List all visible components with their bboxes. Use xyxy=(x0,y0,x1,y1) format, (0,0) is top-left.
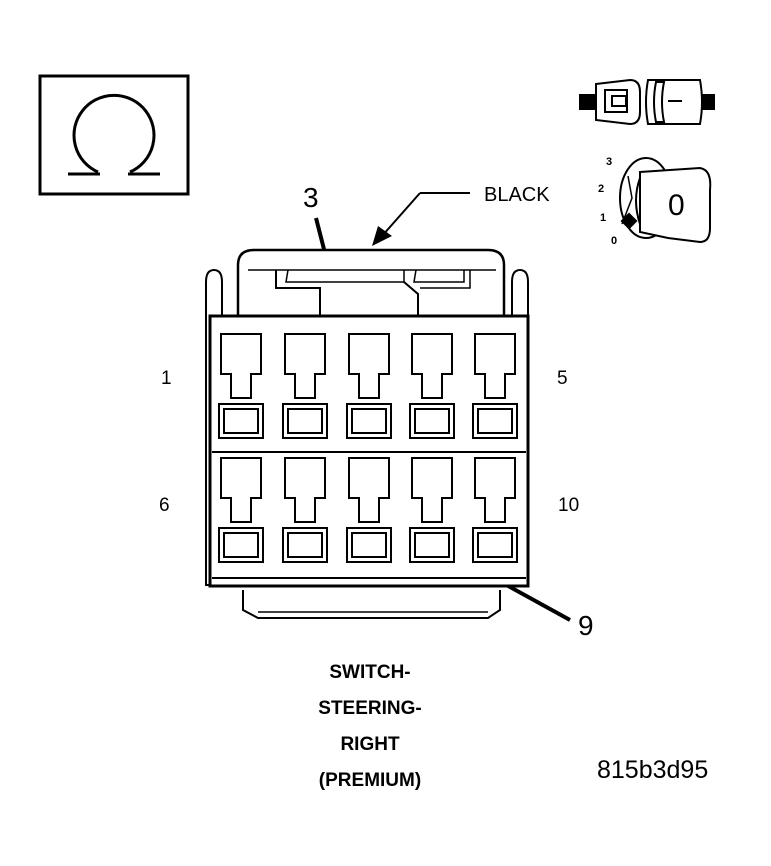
cavity-1 xyxy=(218,333,264,439)
pin-label-1: 1 xyxy=(161,368,172,389)
reference-code: 815b3d95 xyxy=(597,756,709,784)
cavity-2 xyxy=(282,333,328,439)
cavity-4 xyxy=(409,333,455,439)
cavity-8 xyxy=(346,457,392,563)
ohm-icon xyxy=(38,74,190,196)
title-line: (PREMIUM) xyxy=(318,770,422,791)
cavity-6 xyxy=(218,457,264,563)
component-title: SWITCH- STEERING- RIGHT (PREMIUM) xyxy=(270,655,470,799)
cavity-5 xyxy=(472,333,518,439)
key-position-2: 2 xyxy=(598,183,605,195)
title-line: SWITCH- xyxy=(329,662,411,683)
title-line: STEERING- xyxy=(318,698,422,719)
ignition-key-icon xyxy=(619,157,712,244)
pin-label-6: 6 xyxy=(159,495,170,516)
cavity-7 xyxy=(282,457,328,563)
callout-pin-3: 3 xyxy=(303,182,319,213)
cavity-9 xyxy=(409,457,455,563)
cavity-10 xyxy=(472,457,518,563)
pin-label-5: 5 xyxy=(557,368,568,389)
key-position-1: 1 xyxy=(600,212,607,224)
terminal-cavities xyxy=(218,333,518,563)
cavity-3 xyxy=(346,333,392,439)
title-line: RIGHT xyxy=(340,734,400,755)
key-position-3: 3 xyxy=(606,156,613,168)
pin-label-10: 10 xyxy=(558,495,580,516)
connector-color-label: BLACK xyxy=(484,184,550,206)
color-callout-line xyxy=(372,192,470,246)
callout-pin-9: 9 xyxy=(578,610,594,641)
connector-plug-icon xyxy=(579,78,715,126)
key-position-0: 0 xyxy=(611,235,618,247)
key-current-position: 0 xyxy=(668,189,685,222)
